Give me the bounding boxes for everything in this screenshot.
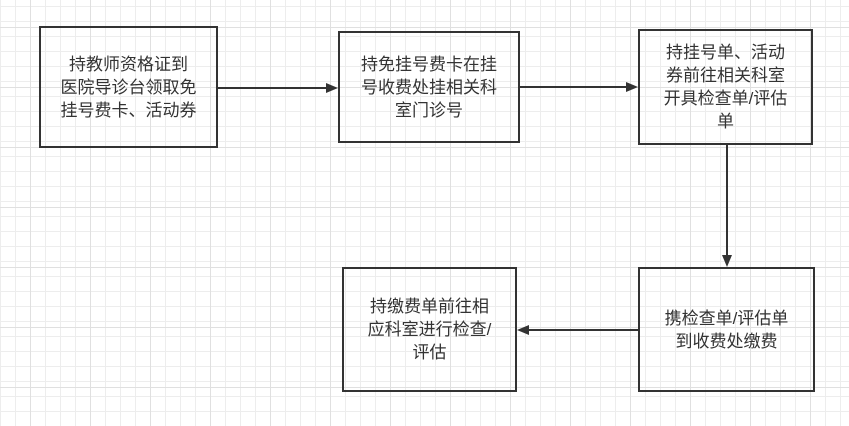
- node-text-line: 持缴费单前往相: [370, 297, 489, 316]
- node-text-line: 号收费处挂相关科: [361, 77, 497, 97]
- edge-line: [218, 87, 328, 89]
- flow-node-receive-free-card[interactable]: 持教师资格证到 医院导诊台领取免 挂号费卡、活动券: [39, 26, 218, 148]
- node-text-line: 持教师资格证到: [69, 54, 188, 74]
- node-text-line: 持挂号单、活动: [666, 43, 785, 62]
- node-text-line: 单: [717, 112, 734, 131]
- node-text-line: 评估: [412, 343, 447, 362]
- node-text-line: 券前往相关科室: [666, 66, 785, 85]
- edge-line: [520, 86, 628, 88]
- flow-node-register-clinic[interactable]: 持免挂号费卡在挂 号收费处挂相关科 室门诊号: [338, 31, 520, 143]
- flow-node-pay-fees[interactable]: 携检查单/评估单 到收费处缴费: [638, 267, 815, 392]
- node-text-line: 到收费处缴费: [675, 331, 778, 351]
- node-text-line: 应科室进行检查/: [367, 320, 492, 339]
- arrowhead-right-icon: [326, 83, 338, 93]
- node-text-line: 开具检查单/评估: [663, 89, 788, 108]
- node-text-line: 医院导诊台领取免: [60, 77, 197, 97]
- node-text-line: 携检查单/评估单: [664, 308, 789, 328]
- edge-line: [528, 329, 638, 331]
- node-text-line: 挂号费卡、活动券: [60, 100, 197, 120]
- flow-node-get-checklist[interactable]: 持挂号单、活动 券前往相关科室 开具检查单/评估 单: [638, 29, 813, 145]
- edge-line: [726, 145, 728, 257]
- node-text-line: 持免挂号费卡在挂: [361, 54, 497, 74]
- node-text-line: 室门诊号: [395, 100, 463, 120]
- arrowhead-right-icon: [626, 82, 638, 92]
- arrowhead-left-icon: [517, 325, 529, 335]
- arrowhead-down-icon: [722, 255, 732, 267]
- flow-node-do-examination[interactable]: 持缴费单前往相 应科室进行检查/ 评估: [342, 267, 517, 392]
